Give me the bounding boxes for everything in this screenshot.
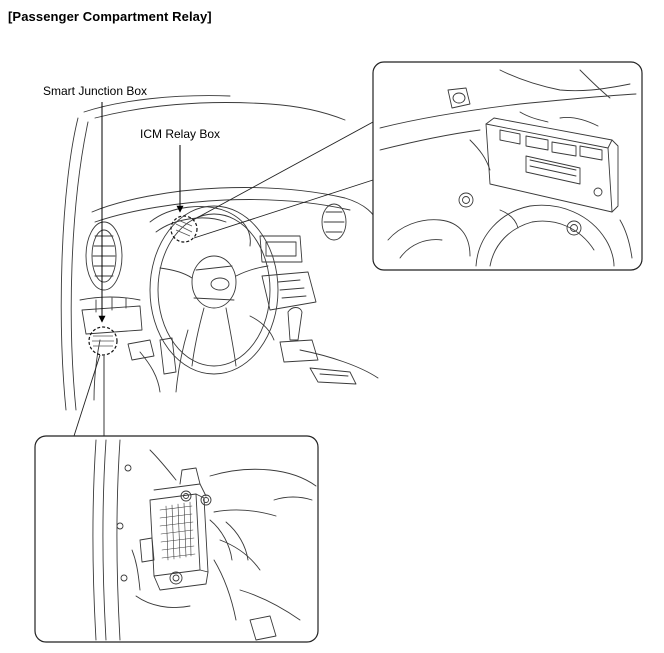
icm-relay-box-marker — [170, 215, 198, 243]
dashboard-illustration — [60, 95, 379, 411]
icm-relay-box-detail-frame — [372, 61, 643, 271]
smart-junction-box-detail — [92, 439, 317, 641]
connector-line — [193, 179, 374, 239]
smart-junction-box-detail-frame — [34, 435, 319, 643]
smart-junction-box-label: Smart Junction Box — [43, 84, 148, 98]
page-title: [Passenger Compartment Relay] — [8, 9, 212, 24]
connector-line — [192, 121, 374, 221]
icm-relay-box-label: ICM Relay Box — [140, 127, 221, 141]
connector-line — [73, 354, 101, 437]
icm-relay-box-detail — [379, 69, 637, 267]
smart-junction-box-marker — [88, 326, 118, 356]
